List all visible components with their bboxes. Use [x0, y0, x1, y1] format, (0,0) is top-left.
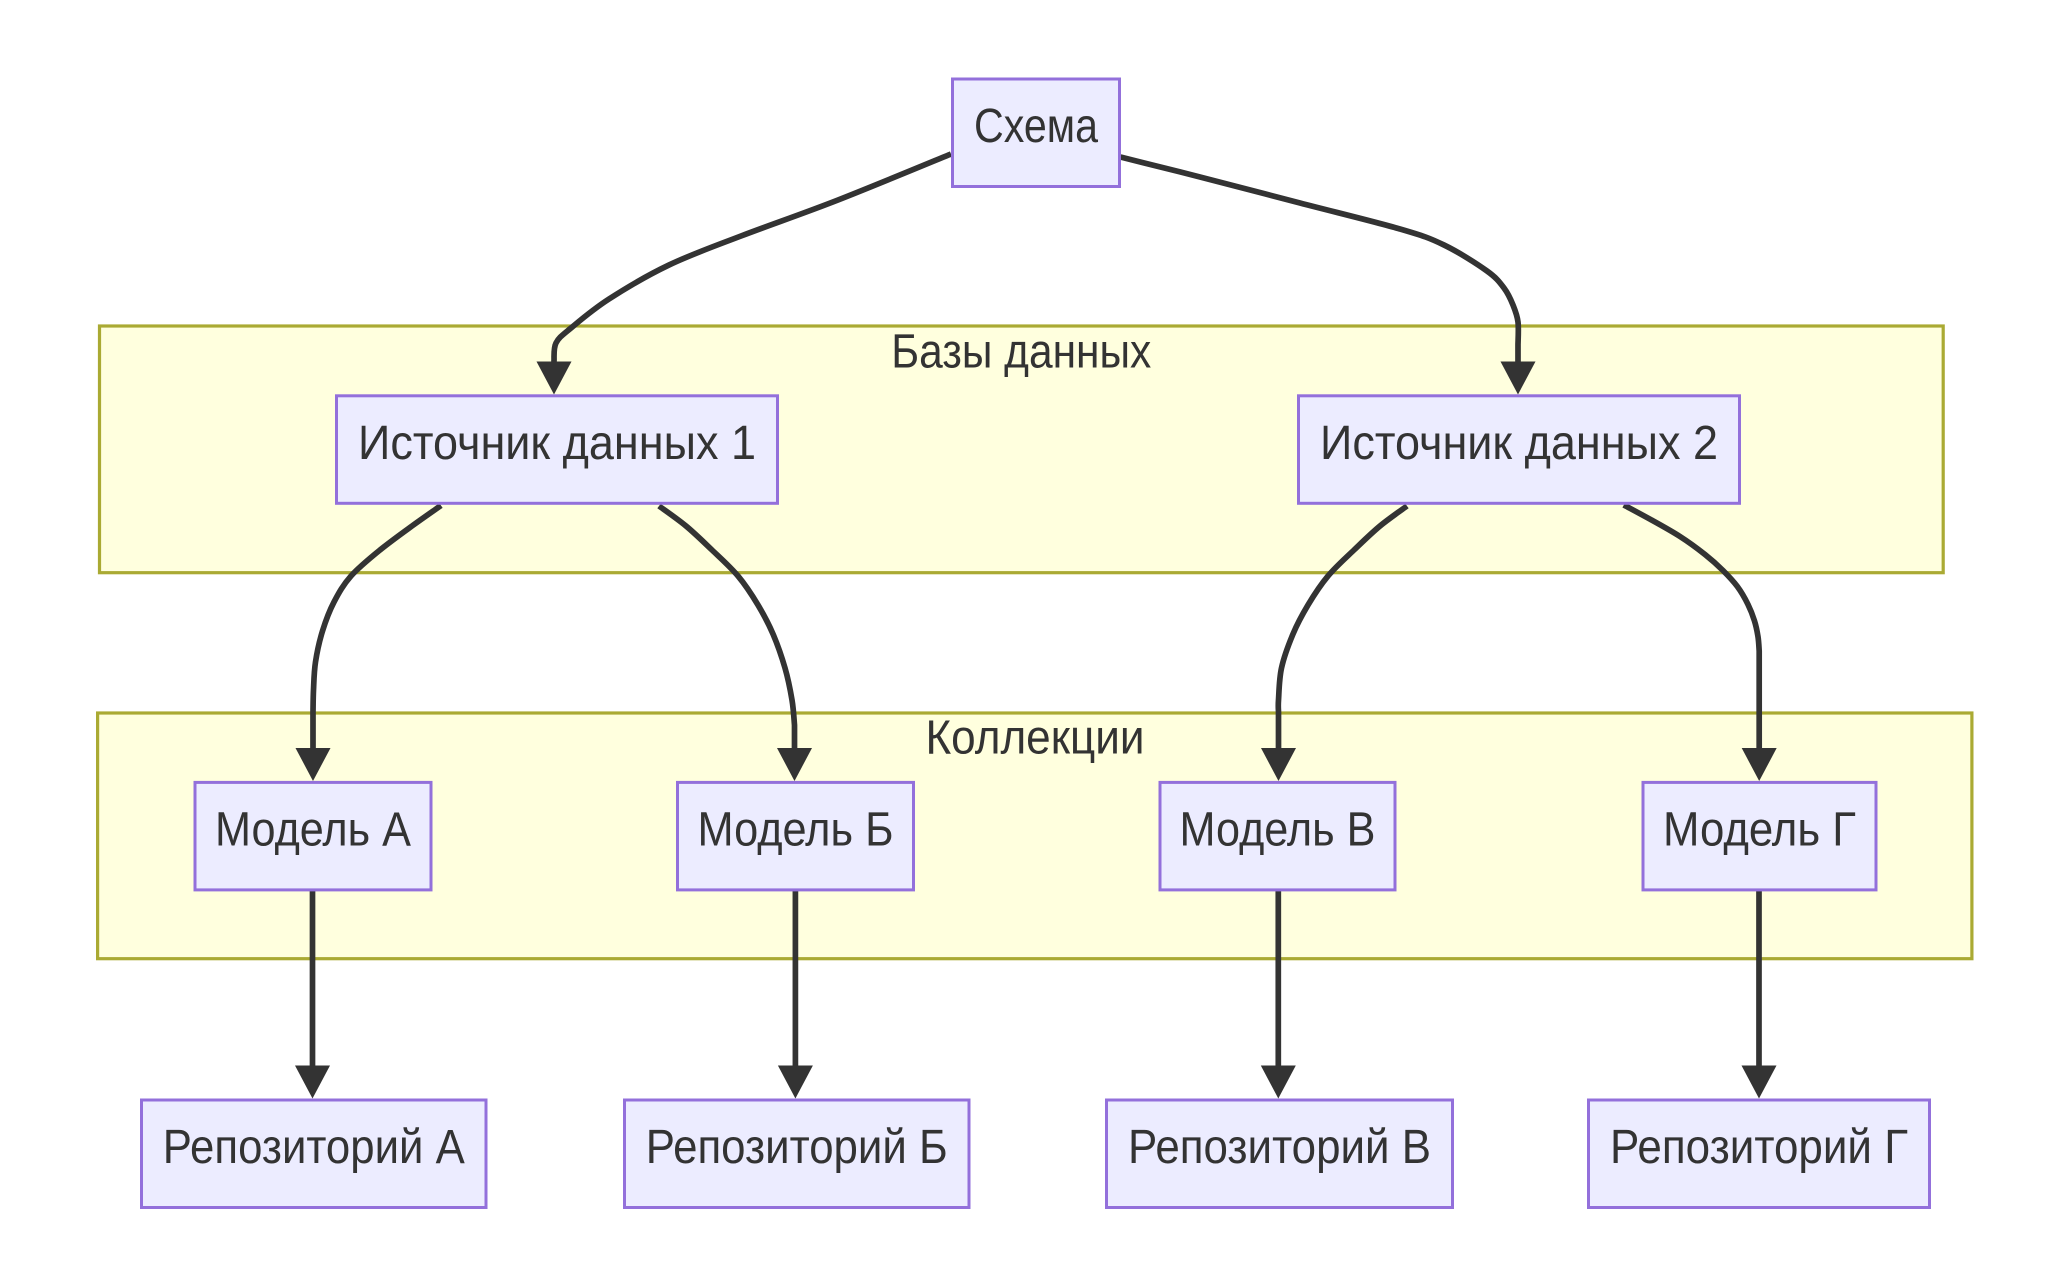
svg-text:Коллекции: Коллекции	[926, 712, 1145, 765]
svg-text:Репозиторий В: Репозиторий В	[1128, 1121, 1431, 1174]
svg-text:Схема: Схема	[974, 100, 1098, 153]
svg-text:Модель В: Модель В	[1180, 803, 1376, 856]
svg-text:Источник данных 2: Источник данных 2	[1320, 417, 1718, 470]
svg-text:Модель Б: Модель Б	[698, 803, 894, 856]
svg-text:Репозиторий А: Репозиторий А	[163, 1121, 465, 1174]
svg-text:Репозиторий Г: Репозиторий Г	[1610, 1121, 1908, 1174]
svg-text:Репозиторий Б: Репозиторий Б	[646, 1121, 948, 1174]
svg-text:Модель А: Модель А	[215, 803, 411, 856]
svg-text:Базы данных: Базы данных	[891, 326, 1151, 379]
svg-text:Модель Г: Модель Г	[1663, 803, 1856, 856]
svg-text:Источник данных 1: Источник данных 1	[358, 417, 756, 470]
